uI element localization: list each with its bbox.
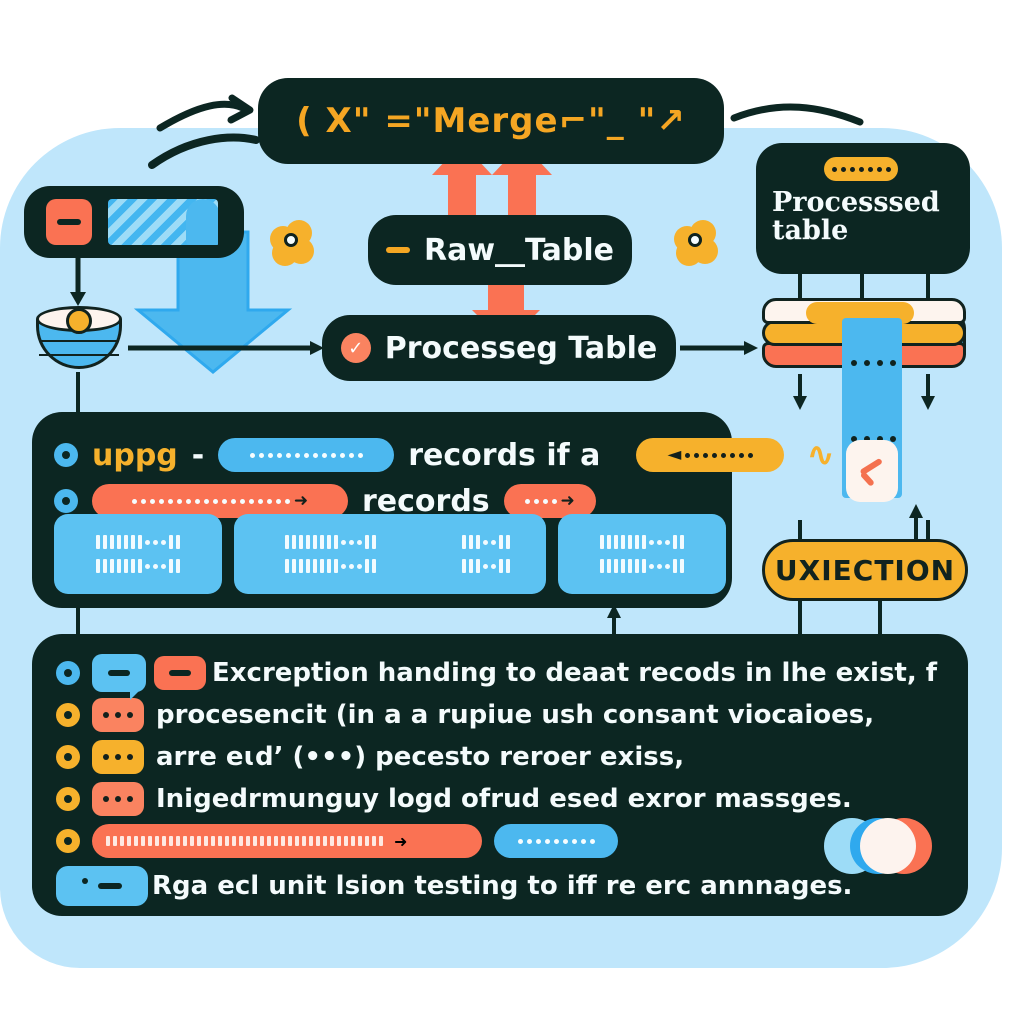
bullet-icon	[54, 443, 78, 467]
sparkle-flower-right-icon	[672, 220, 720, 268]
note-row-2: procesencit (in a a rupiue ush consant v…	[56, 694, 944, 736]
note-row2-text: procesencit (in a a rupiue ush consant v…	[156, 700, 875, 730]
raw-table-node[interactable]: Raw__Table	[368, 215, 632, 285]
bullet-icon	[56, 829, 80, 853]
minus-icon	[385, 247, 410, 253]
records-panel: uppg - records if a ◄ ∿ ➜ records ➜	[32, 412, 835, 608]
processed-table-label-line2: table	[772, 215, 849, 247]
clock-icon	[846, 440, 898, 502]
minus-icon	[46, 199, 92, 245]
bullet-icon	[56, 745, 80, 769]
bullet-icon	[56, 787, 80, 811]
uxiection-badge[interactable]: UXIECTION	[762, 539, 968, 601]
code-block-1[interactable]	[54, 514, 222, 594]
note-row3-text: arre eɩd’ (•••) pecesto reroer exiss,	[156, 742, 685, 772]
title-text: ( X" ="Merge⌐"_ "↗	[296, 101, 686, 141]
check-circle-icon: ✓	[340, 333, 371, 363]
code-blocks-row	[54, 514, 726, 594]
processeg-table-node[interactable]: ✓ Processeg Table	[322, 315, 676, 381]
red-long-pill[interactable]: ➜	[92, 484, 348, 518]
blue-dots-pill[interactable]	[218, 438, 395, 472]
squiggle-icon: ∿	[806, 435, 835, 475]
records-row1-word1: uppg	[92, 437, 178, 473]
speech-bubble-blue-icon	[92, 654, 146, 700]
sparkle-flower-left-icon	[268, 220, 316, 268]
note-row6-text: Rga ecl unit lsion testing to iff re erc…	[152, 871, 853, 901]
red-long-pill[interactable]: ➜	[92, 824, 482, 858]
processed-table-label-line1: Processsed	[772, 187, 940, 218]
red-dots-bubble-icon	[92, 782, 144, 816]
records-row-2: ➜ records ➜	[54, 478, 710, 524]
note-row-5: ➜	[56, 820, 944, 862]
uxiection-label: UXIECTION	[774, 553, 956, 587]
processeg-table-label: Processeg Table	[384, 330, 658, 366]
note-row-4: Inigedrmunguy logd ofrud esed exror mass…	[56, 778, 944, 820]
dots-pill-icon	[824, 157, 898, 181]
notes-panel: Excreption handing to deaat recods in lh…	[32, 634, 968, 916]
red-small-pill[interactable]: ➜	[503, 484, 596, 518]
bullet-icon	[54, 489, 78, 513]
striped-wedge-icon	[108, 199, 218, 245]
blue-short-pill[interactable]	[494, 824, 618, 858]
note-row-1: Excreption handing to deaat recods in lh…	[56, 652, 944, 700]
venn-diagram-icon	[824, 818, 932, 874]
code-block-4[interactable]	[558, 514, 726, 594]
code-block-3[interactable]	[426, 514, 546, 594]
bullet-icon	[56, 703, 80, 727]
database-cylinder-icon	[36, 306, 122, 372]
blue-tag-icon	[56, 866, 148, 906]
raw-table-label: Raw__Table	[423, 232, 614, 268]
records-row1-dash: -	[191, 437, 205, 473]
title-node[interactable]: ( X" ="Merge⌐"_ "↗	[258, 78, 724, 164]
note-row4-text: Inigedrmunguy logd ofrud esed exror mass…	[156, 784, 852, 814]
note-row1-text: Excreption handing to deaat recods in lh…	[212, 658, 938, 688]
input-module-node[interactable]	[24, 186, 244, 258]
red-dots-bubble-icon	[92, 698, 144, 732]
yellow-dots-bubble-icon	[92, 740, 144, 774]
red-dash-bubble-icon	[154, 656, 206, 690]
yellow-caret-dots-pill[interactable]: ◄	[636, 438, 785, 472]
records-row-1: uppg - records if a ◄ ∿	[54, 432, 835, 478]
records-row2-word1: records	[362, 483, 490, 519]
bullet-icon	[56, 661, 80, 685]
records-row1-word2: records if a	[408, 437, 601, 473]
code-block-2[interactable]	[234, 514, 426, 594]
processed-table-node[interactable]: Processsed table	[756, 143, 970, 274]
note-row-3: arre eɩd’ (•••) pecesto reroer exiss,	[56, 736, 944, 778]
note-row-6: Rga ecl unit lsion testing to iff re erc…	[56, 862, 944, 910]
